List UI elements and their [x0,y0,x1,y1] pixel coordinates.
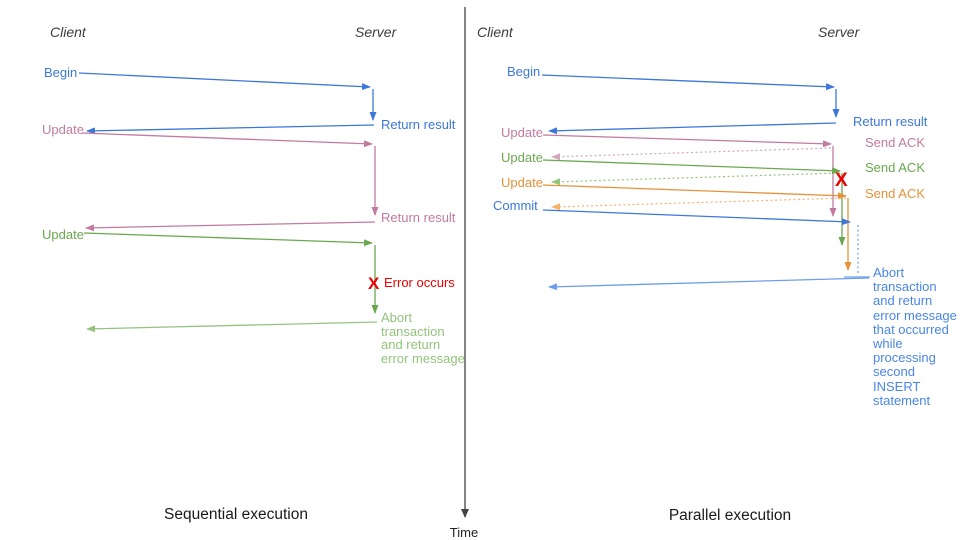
right-begin-request-arrow [541,74,835,91]
right-update-1-request-arrow [542,134,832,148]
right-panel-title: Parallel execution [669,507,791,524]
right-client-heading: Client [477,24,514,40]
left-panel-title: Sequential execution [164,506,308,523]
left-error-label: Error occurs [384,275,455,290]
left-return-result-1-label: Return result [381,117,456,132]
left-begin-label: Begin [44,65,77,80]
left-update-1-label: Update [42,122,84,137]
left-return-result-1-arrow [86,124,375,135]
right-server-heading: Server [818,24,861,40]
right-return-result-arrow [548,122,837,135]
right-update-2-label: Update [501,150,543,165]
right-send-ack-3-arrow [551,197,847,211]
right-abort-line-7: processing [873,350,936,365]
right-update-2-request-arrow [542,159,841,175]
right-abort-line-3: and return [873,293,932,308]
right-abort-return-arrow [548,277,870,291]
right-abort-line-8: second [873,364,915,379]
panel-sequential: Client Server Begin Return result Update… [42,24,465,523]
right-send-ack-2-label: Send ACK [865,160,925,175]
right-send-ack-2-arrow [551,172,841,186]
left-abort-line-1: Abort [381,310,412,325]
right-commit-request-arrow [542,209,851,226]
left-begin-request-arrow [78,72,371,91]
right-update-1-label: Update [501,125,543,140]
right-error-x-icon: X [835,170,848,191]
right-abort-annotation: Abort transaction and return error messa… [872,265,957,408]
left-update-2-request-arrow [83,232,373,247]
left-abort-line-3: and return [381,337,440,352]
left-abort-line-2: transaction [381,324,445,339]
right-begin-label: Begin [507,64,540,79]
left-update-1-request-arrow [81,132,373,148]
right-abort-line-9: INSERT [873,379,920,394]
left-abort-annotation: Abort transaction and return error messa… [381,310,465,366]
time-axis-label: Time [450,525,478,540]
right-update-3-request-arrow [542,184,847,200]
left-abort-return-arrow [86,321,378,333]
right-abort-line-1: Abort [873,265,904,280]
left-return-result-2-arrow [85,221,376,232]
right-abort-line-2: transaction [873,279,937,294]
right-commit-label: Commit [493,198,538,213]
right-send-ack-1-label: Send ACK [865,135,925,150]
left-abort-line-4: error message [381,351,465,366]
right-abort-line-10: statement [873,393,930,408]
left-client-heading: Client [50,24,87,40]
left-error-x-icon: X [368,274,380,293]
right-send-ack-3-label: Send ACK [865,186,925,201]
left-server-heading: Server [355,24,398,40]
panel-parallel: Client Server Begin Return result Update… [477,24,957,524]
right-send-ack-1-arrow [551,147,832,161]
time-axis: Time [450,7,478,540]
left-update-2-label: Update [42,227,84,242]
right-abort-line-5: that occurred [873,322,949,337]
right-update-3-label: Update [501,175,543,190]
left-return-result-2-label: Return result [381,210,456,225]
right-return-result-label: Return result [853,114,928,129]
right-abort-line-4: error message [873,308,957,323]
right-abort-line-6: while [872,336,903,351]
